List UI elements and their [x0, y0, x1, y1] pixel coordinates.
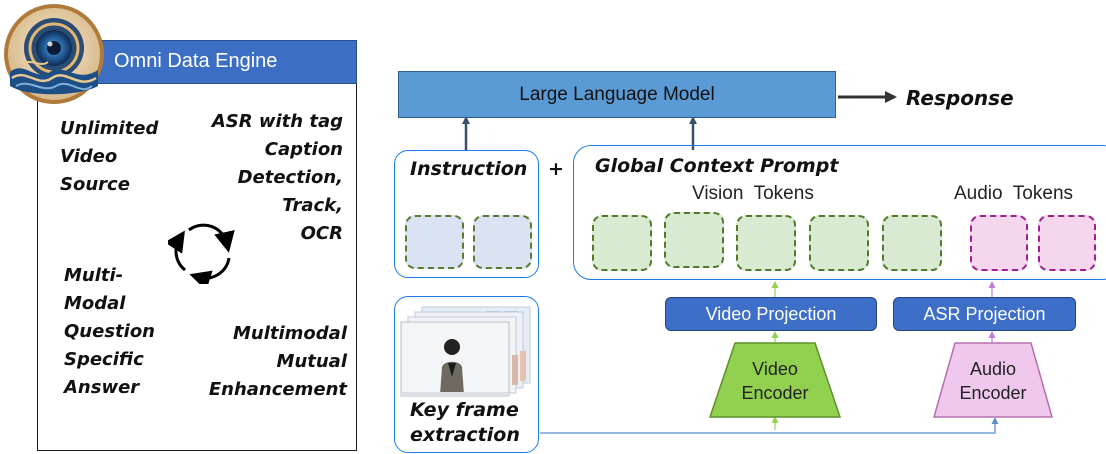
video-projection-box: Video Projection: [665, 297, 877, 331]
audio-encoder-shape: [933, 342, 1053, 418]
vision-tokens-label: Vision Tokens: [692, 183, 814, 204]
response-label: Response: [906, 86, 1014, 110]
plus-sign: +: [548, 158, 564, 180]
llm-label: Large Language Model: [519, 84, 715, 105]
engine-title: Omni Data Engine: [114, 50, 278, 72]
cycle-icon: [168, 223, 235, 284]
vision-token: [592, 215, 652, 271]
global-context-panel: [573, 145, 1106, 280]
instruction-token: [405, 215, 464, 269]
mutual-enhancement-label: Multimodal Mutual Enhancement: [208, 323, 347, 400]
asr-projection-label: ASR Projection: [923, 304, 1046, 324]
video-source-label: Unlimited Video Source: [60, 118, 159, 195]
video-encoder-label: Video Encoder: [741, 359, 809, 403]
global-context-label: Global Context Prompt: [595, 155, 839, 177]
video-encoder-shape: [709, 342, 841, 418]
audio-token: [970, 215, 1028, 271]
video-frames-icon: [400, 306, 531, 397]
vision-token: [736, 215, 796, 271]
asr-projection-box: ASR Projection: [893, 297, 1076, 331]
audio-token: [1038, 215, 1096, 271]
llm-box: Large Language Model: [398, 71, 836, 118]
asr-tag-label: ASR with tag Caption Detection, Track, O…: [211, 111, 343, 244]
instruction-panel: [394, 150, 539, 278]
audio-tokens-label: Audio Tokens: [954, 183, 1074, 204]
logo-icon: [4, 4, 104, 104]
multimodal-qa-label: Multi- Modal Question Specific Answer: [64, 265, 155, 398]
vision-token: [664, 212, 724, 268]
keyframe-panel: [394, 296, 539, 453]
keyframe-label: Key frame extraction: [410, 399, 520, 446]
video-projection-label: Video Projection: [705, 304, 837, 324]
instruction-token: [473, 215, 532, 269]
instruction-label: Instruction: [410, 158, 528, 180]
vision-token: [882, 215, 942, 271]
vision-token: [809, 215, 869, 271]
audio-encoder-label: Audio Encoder: [959, 359, 1027, 403]
